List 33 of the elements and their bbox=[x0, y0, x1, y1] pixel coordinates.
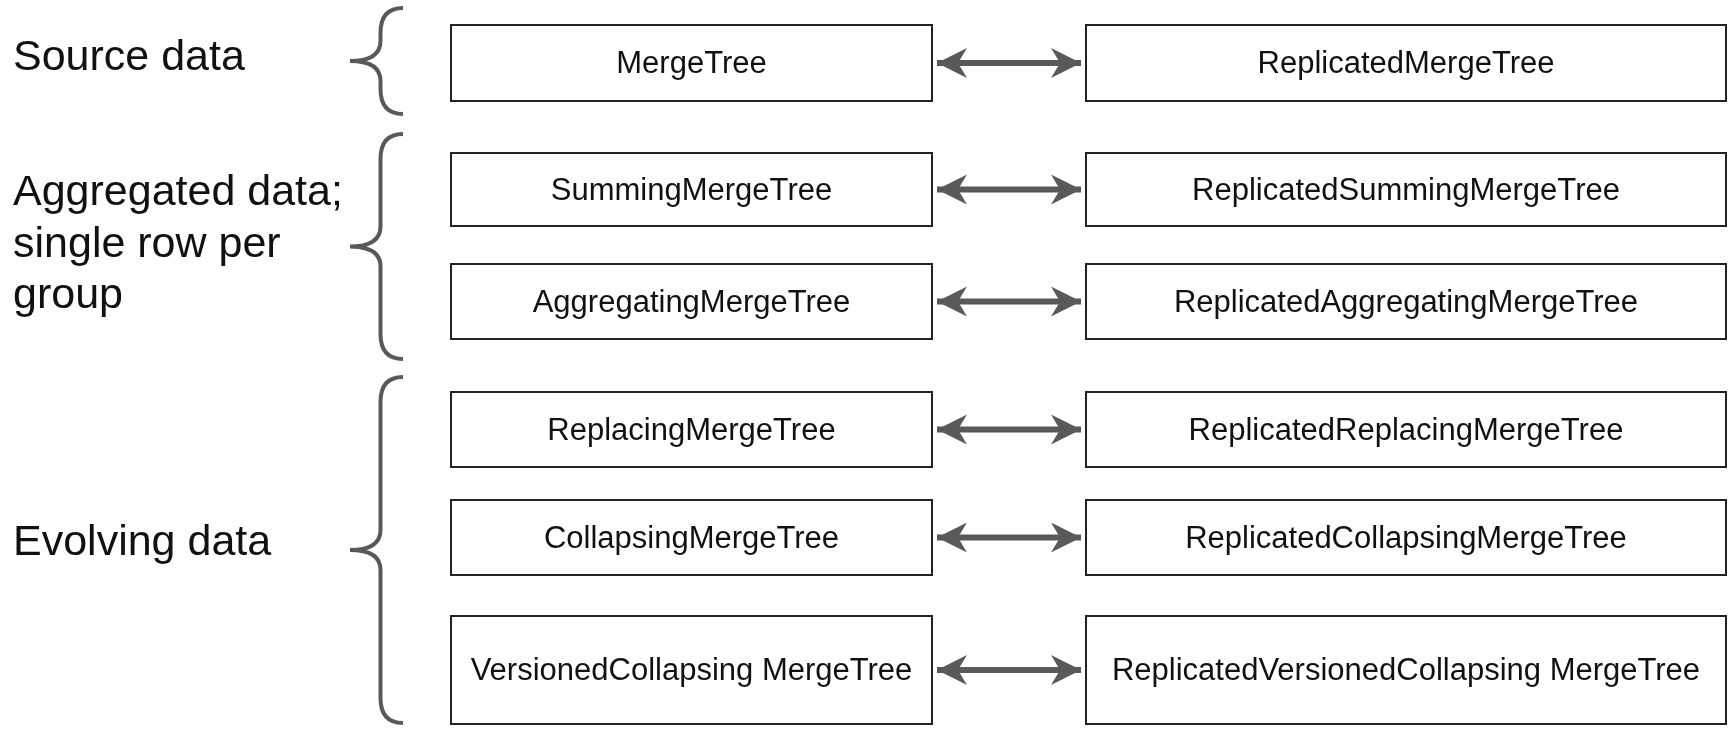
engine-box bbox=[1085, 152, 1727, 227]
engine-box bbox=[450, 24, 933, 102]
engine-name: AggregatingMergeTree bbox=[531, 282, 852, 321]
engine-name: ReplicatedCollapsingMergeTree bbox=[1184, 518, 1628, 557]
double-arrow bbox=[937, 174, 1081, 205]
engine-box bbox=[1085, 615, 1727, 725]
engine-name: CollapsingMergeTree bbox=[542, 518, 841, 557]
engine-box bbox=[450, 499, 933, 576]
engine-box bbox=[450, 152, 933, 227]
group-label: Source data bbox=[13, 30, 246, 81]
double-arrow bbox=[937, 48, 1081, 78]
group-label: Aggregated data; single row per group bbox=[13, 165, 344, 320]
double-arrow bbox=[937, 522, 1081, 553]
engine-box bbox=[450, 263, 933, 340]
engine-box bbox=[1085, 499, 1727, 576]
engine-name: ReplicatedMergeTree bbox=[1256, 44, 1556, 82]
engine-name: MergeTree bbox=[615, 44, 768, 82]
engine-name: VersionedCollapsing MergeTree bbox=[469, 651, 914, 689]
double-arrow bbox=[937, 286, 1081, 317]
engine-name: ReplacingMergeTree bbox=[546, 410, 837, 449]
engine-box bbox=[1085, 391, 1727, 468]
engine-name: ReplicatedVersionedCollapsing MergeTree bbox=[1110, 651, 1702, 689]
engine-name: ReplicatedAggregatingMergeTree bbox=[1172, 282, 1640, 321]
engine-box bbox=[1085, 263, 1727, 340]
engine-name: SummingMergeTree bbox=[549, 170, 834, 209]
double-arrow bbox=[937, 414, 1081, 445]
group-label: Evolving data bbox=[13, 515, 273, 566]
engine-name: ReplicatedReplacingMergeTree bbox=[1187, 410, 1625, 449]
engine-box bbox=[1085, 24, 1727, 102]
double-arrow bbox=[937, 655, 1081, 685]
engine-name: ReplicatedSummingMergeTree bbox=[1191, 170, 1621, 209]
engine-box bbox=[450, 391, 933, 468]
engine-box bbox=[450, 615, 933, 725]
